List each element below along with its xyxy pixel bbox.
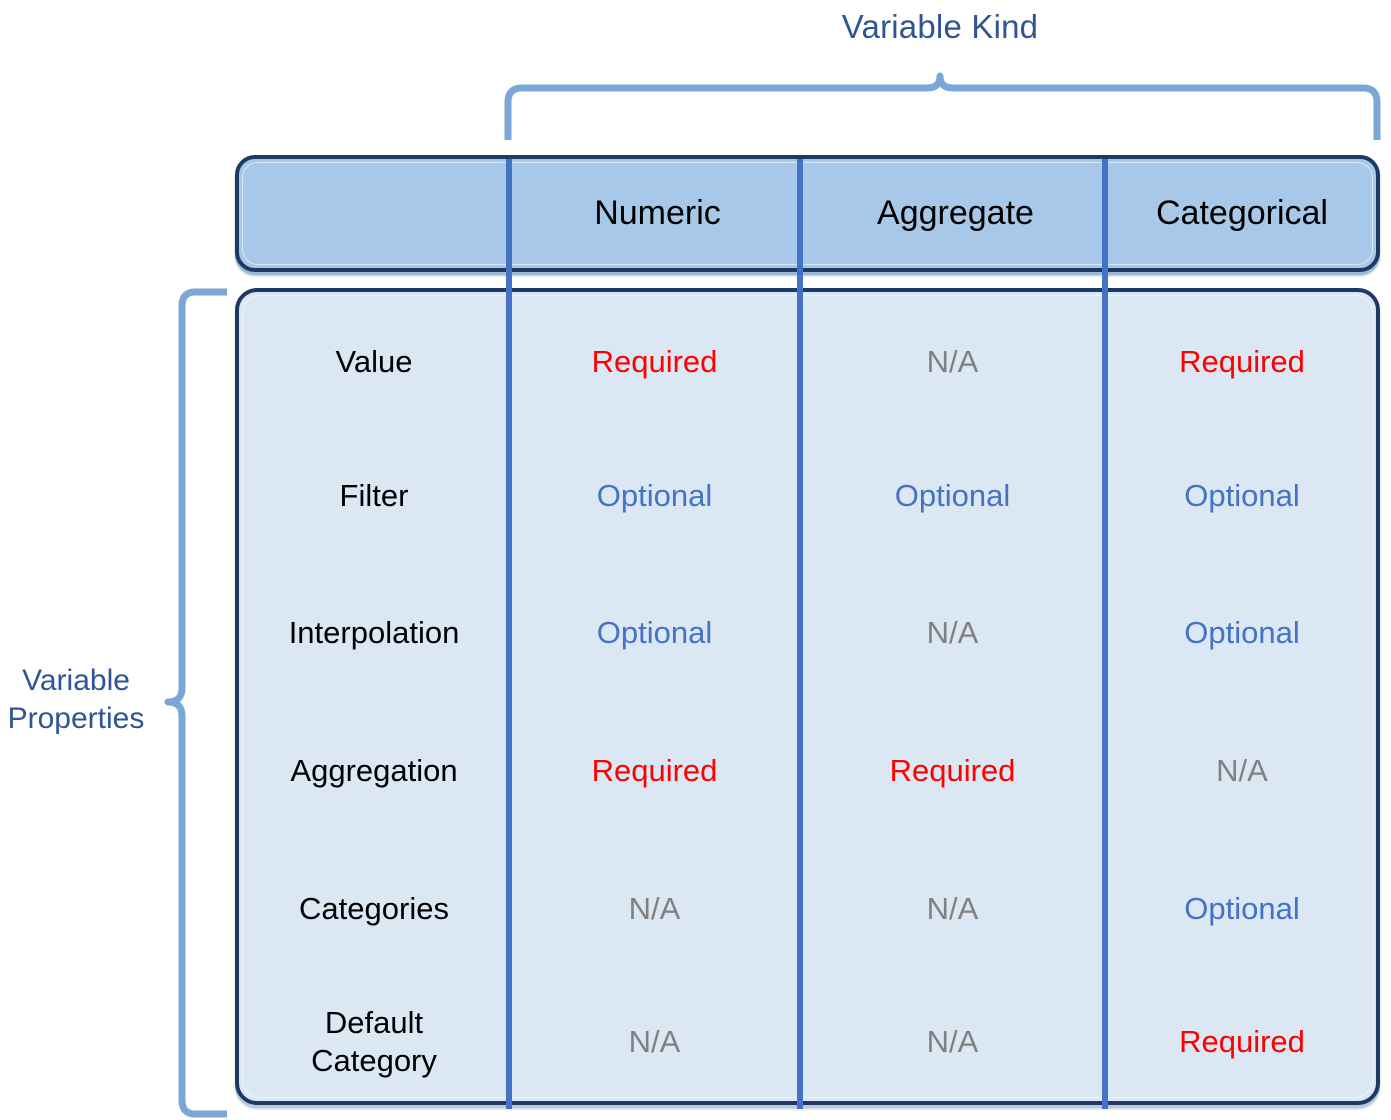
- top-brace-icon: [504, 72, 1381, 140]
- row-label-default-category: Default Category: [243, 987, 505, 1097]
- variable-properties-body-box: [235, 288, 1380, 1105]
- row-label-categories-line1: Categories: [299, 891, 449, 926]
- row-label-value: Value: [243, 307, 505, 417]
- variable-properties-line2: Properties: [7, 702, 145, 735]
- cell-categories-numeric: N/A: [628, 891, 681, 926]
- cell-categories-categorical: Optional: [1184, 891, 1300, 926]
- column-header-categorical: Categorical: [1156, 194, 1328, 232]
- column-divider-2: [797, 159, 803, 1109]
- row-label-default-category-line1: Default: [324, 1005, 424, 1040]
- variable-kind-title: Variable Kind: [841, 8, 1039, 45]
- column-divider-1: [506, 159, 512, 1109]
- cell-aggregation-aggregate: Required: [889, 753, 1016, 788]
- column-header-numeric: Numeric: [594, 194, 721, 232]
- cell-default-category-aggregate: N/A: [926, 1024, 979, 1059]
- row-label-value-line1: Value: [335, 344, 413, 379]
- row-label-interpolation: Interpolation: [243, 578, 505, 688]
- row-label-filter: Filter: [243, 441, 505, 551]
- cell-filter-numeric: Optional: [596, 478, 713, 513]
- column-header-aggregate: Aggregate: [877, 194, 1034, 232]
- cell-value-numeric: Required: [591, 344, 718, 379]
- row-label-aggregation: Aggregation: [243, 716, 505, 826]
- cell-default-category-numeric: N/A: [628, 1024, 681, 1059]
- cell-default-category-categorical: Required: [1179, 1024, 1305, 1059]
- row-label-interpolation-line1: Interpolation: [288, 615, 460, 650]
- cell-categories-aggregate: N/A: [926, 891, 979, 926]
- cell-interpolation-aggregate: N/A: [926, 615, 979, 650]
- cell-interpolation-numeric: Optional: [596, 615, 713, 650]
- variable-properties-title: Variable Properties: [0, 662, 152, 738]
- cell-aggregation-categorical: N/A: [1216, 753, 1268, 788]
- cell-value-categorical: Required: [1179, 344, 1305, 379]
- left-brace-icon: [164, 288, 227, 1118]
- column-divider-3: [1102, 159, 1108, 1109]
- cell-filter-aggregate: Optional: [894, 478, 1011, 513]
- row-label-categories: Categories: [243, 854, 505, 964]
- cell-filter-categorical: Optional: [1184, 478, 1300, 513]
- row-label-default-category-line2: Category: [311, 1043, 437, 1078]
- row-label-filter-line1: Filter: [339, 478, 409, 513]
- cell-interpolation-categorical: Optional: [1184, 615, 1300, 650]
- variable-properties-line1: Variable: [22, 664, 130, 697]
- row-label-aggregation-line1: Aggregation: [290, 753, 458, 788]
- cell-aggregation-numeric: Required: [591, 753, 718, 788]
- variable-kind-header-box: Numeric Aggregate Categorical: [235, 155, 1380, 272]
- cell-value-aggregate: N/A: [926, 344, 979, 379]
